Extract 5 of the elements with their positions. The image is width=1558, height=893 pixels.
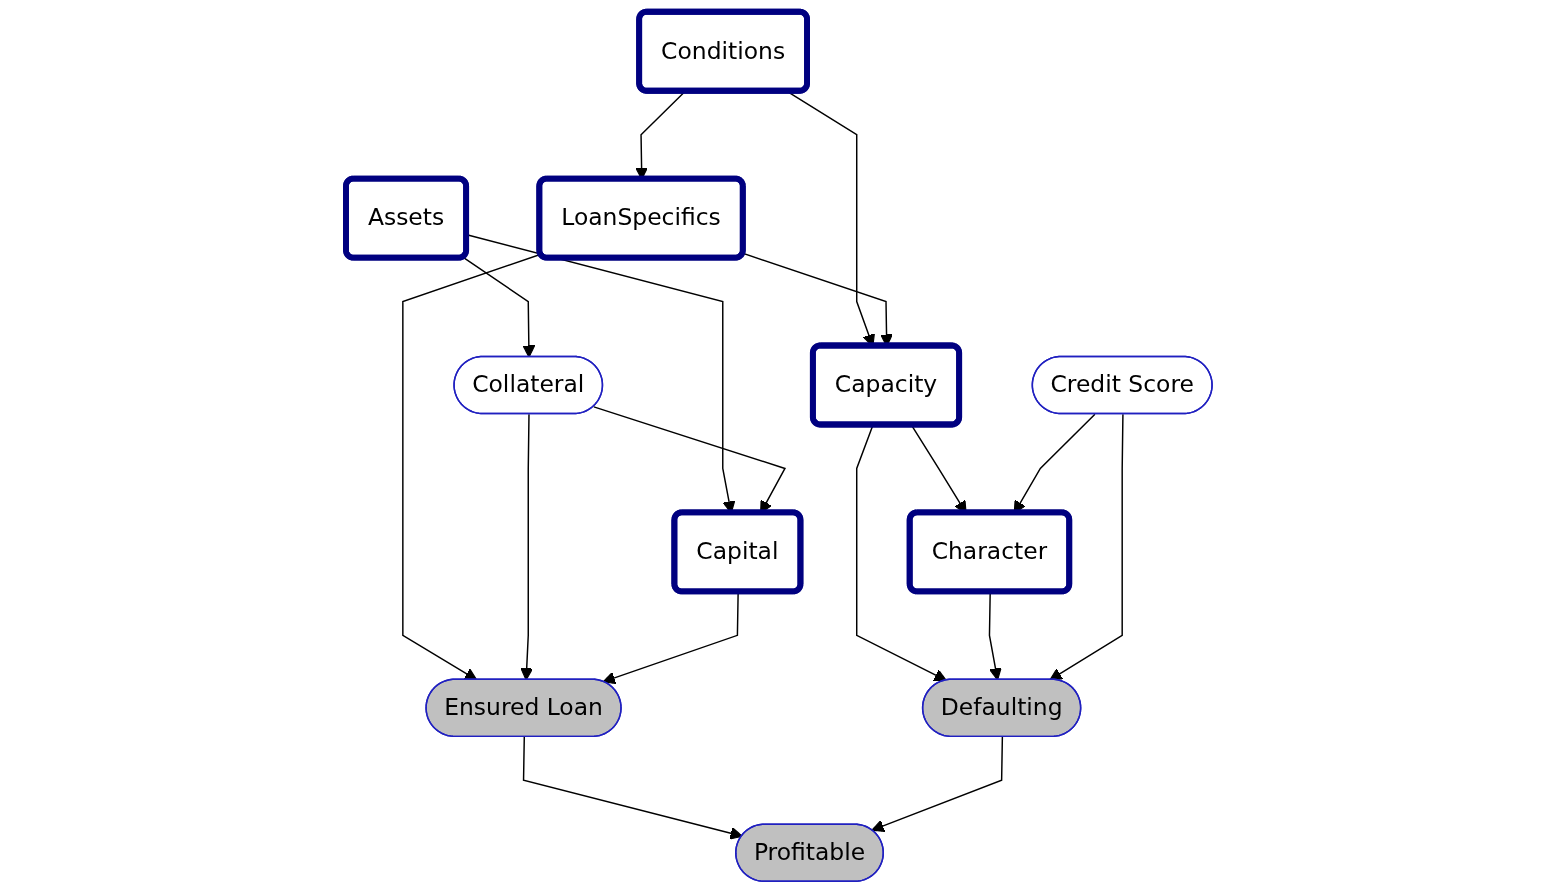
arrow	[462, 256, 536, 358]
arrow	[871, 736, 1004, 833]
arrow	[520, 413, 534, 681]
arrow	[1049, 413, 1124, 681]
arrow	[522, 736, 743, 840]
